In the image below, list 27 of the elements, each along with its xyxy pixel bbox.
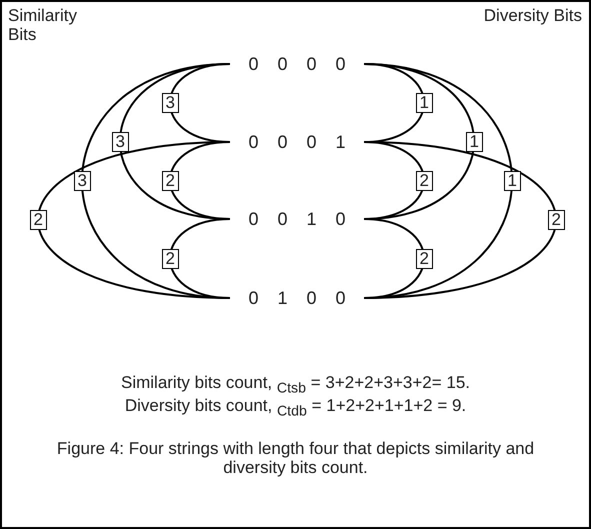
bit-string: 0 0 1 0 <box>230 208 364 230</box>
edge-label: 2 <box>162 248 179 268</box>
edge-label: 2 <box>162 170 179 190</box>
count-formula: Similarity bits count, $_{Ctsb}$ = 3+2+2+3+3+2= 15. <box>120 373 472 398</box>
edge-label: 3 <box>112 132 129 152</box>
edge-label: 2 <box>416 248 433 268</box>
arc-connector <box>38 141 230 299</box>
bit-string: 0 0 0 0 <box>230 53 364 75</box>
bit-string: 0 0 0 1 <box>230 131 364 153</box>
edge-label: 1 <box>416 93 433 113</box>
side-heading: Similarity Bits <box>8 6 78 44</box>
edge-label: 3 <box>162 93 179 113</box>
figure-caption: Figure 4: Four strings with length four that depicts similarity and diversity bits count. <box>56 439 536 477</box>
edge-label: 2 <box>30 210 47 230</box>
arc-connector <box>119 63 230 220</box>
arc-connector <box>364 63 513 299</box>
side-heading: Diversity Bits <box>482 6 582 25</box>
edge-label: 1 <box>504 171 521 191</box>
edge-label: 1 <box>466 132 483 152</box>
arc-connector <box>81 63 230 299</box>
edge-label: 2 <box>416 170 433 190</box>
count-formula: Diversity bits count, $_{Ctdb}$ = 1+2+2+1+1+2 = 9. <box>124 396 468 422</box>
edge-label: 3 <box>74 171 91 191</box>
bit-string: 0 1 0 0 <box>230 287 364 309</box>
arc-connector <box>364 141 556 299</box>
arc-connector <box>364 63 475 220</box>
edge-label: 2 <box>548 210 565 230</box>
